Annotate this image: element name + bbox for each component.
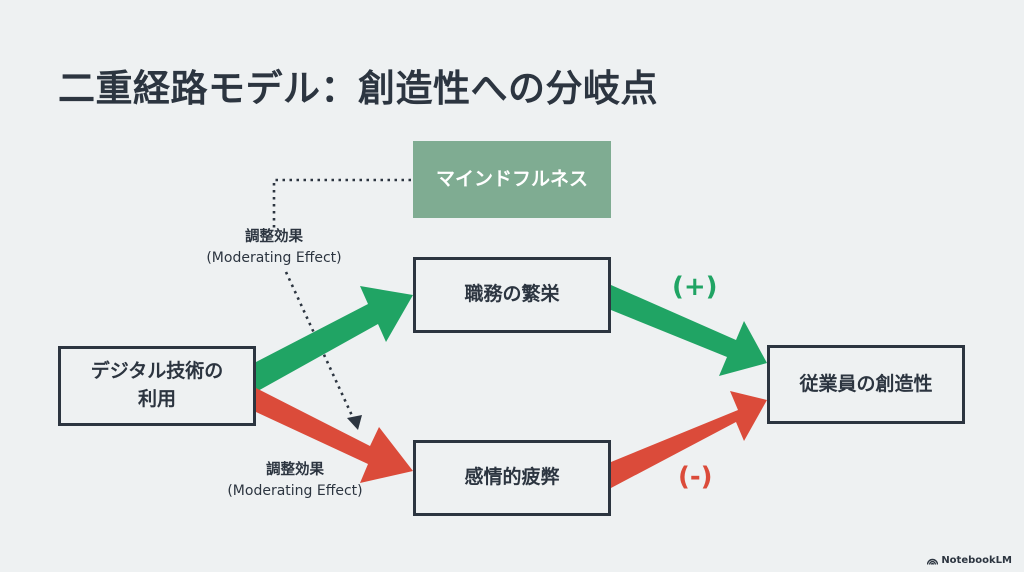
- moderating-effect-bottom-jp: 調整効果: [266, 462, 324, 478]
- positive-sign: (+): [672, 272, 718, 302]
- node-employee-creativity-label: 従業員の創造性: [799, 372, 933, 395]
- node-digital-tech-use-line1: デジタル技術の: [90, 360, 224, 383]
- moderating-effect-label-bottom: 調整効果 (Moderating Effect): [195, 459, 395, 503]
- moderating-effect-top-en: (Moderating Effect): [206, 250, 342, 267]
- node-thriving-at-work: 職務の繁栄: [413, 257, 611, 333]
- arrow-source-to-exhaustion: [256, 388, 413, 483]
- branding: NotebookLM: [927, 555, 1012, 566]
- node-digital-tech-use-label: デジタル技術の 利用: [91, 358, 224, 413]
- page-title: 二重経路モデル：創造性への分岐点: [58, 67, 658, 110]
- node-mindfulness-label: マインドフルネス: [435, 167, 588, 190]
- moderating-effect-label-top: 調整効果 (Moderating Effect): [174, 226, 374, 270]
- notebooklm-logo-icon: [927, 558, 939, 565]
- branding-text: NotebookLM: [941, 555, 1012, 566]
- moderating-effect-bottom-en: (Moderating Effect): [227, 483, 363, 500]
- negative-sign: (-): [678, 462, 713, 492]
- node-mindfulness: マインドフルネス: [413, 141, 611, 218]
- node-emotional-exhaustion: 感情的疲弊: [413, 440, 611, 516]
- moderating-effect-top-jp: 調整効果: [245, 229, 303, 245]
- node-digital-tech-use: デジタル技術の 利用: [58, 346, 256, 426]
- node-emotional-exhaustion-label: 感情的疲弊: [464, 466, 560, 489]
- moderator-dotted-line-top: [272, 178, 411, 228]
- arrow-thriving-to-creativity: [611, 285, 767, 376]
- node-employee-creativity: 従業員の創造性: [767, 345, 965, 424]
- node-thriving-at-work-label: 職務の繁栄: [464, 283, 560, 306]
- node-digital-tech-use-line2: 利用: [137, 388, 176, 410]
- arrow-source-to-thriving: [256, 286, 413, 392]
- moderator-arrowhead-icon: [347, 415, 362, 430]
- arrow-exhaustion-to-creativity: [611, 391, 767, 488]
